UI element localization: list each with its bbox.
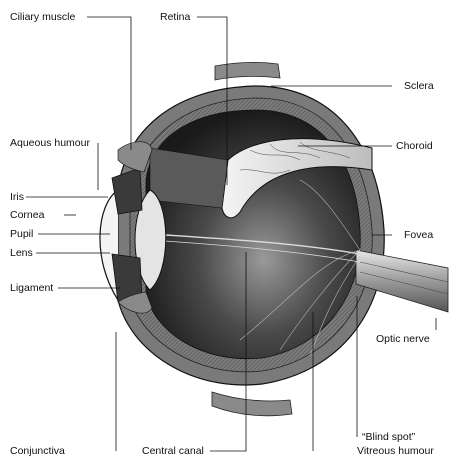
label-lens: Lens bbox=[10, 247, 33, 259]
label-blind-spot: “Blind spot” bbox=[362, 431, 416, 443]
label-retina: Retina bbox=[160, 11, 191, 23]
upper-eyelid bbox=[214, 62, 281, 81]
cut-plane bbox=[149, 147, 229, 209]
leader-lines bbox=[26, 16, 437, 452]
lens bbox=[134, 189, 167, 291]
optic-nerve bbox=[355, 249, 449, 313]
ciliary-body-top bbox=[117, 141, 153, 173]
label-fovea: Fovea bbox=[404, 229, 434, 241]
label-cornea: Cornea bbox=[10, 209, 45, 221]
label-pupil: Pupil bbox=[10, 228, 34, 240]
label-vitreous-humour: Vitreous humour bbox=[357, 445, 434, 457]
label-ciliary-muscle: Ciliary muscle bbox=[10, 11, 76, 23]
label-choroid: Choroid bbox=[396, 140, 433, 152]
label-iris: Iris bbox=[10, 191, 24, 203]
retina-flap bbox=[221, 138, 373, 219]
cornea bbox=[99, 189, 119, 301]
iris-top bbox=[111, 167, 143, 215]
label-ligament: Ligament bbox=[10, 282, 54, 294]
ciliary-body-bottom bbox=[117, 291, 153, 314]
label-conjunctiva: Conjunctiva bbox=[10, 445, 65, 457]
central-canal bbox=[149, 233, 361, 255]
choroid-vessels bbox=[239, 141, 351, 174]
label-sclera: Sclera bbox=[404, 80, 434, 92]
label-optic-nerve: Optic nerve bbox=[376, 333, 430, 345]
label-central-canal: Central canal bbox=[142, 445, 204, 457]
label-aqueous-humour: Aqueous humour bbox=[10, 137, 90, 149]
lower-eyelid bbox=[211, 391, 293, 417]
